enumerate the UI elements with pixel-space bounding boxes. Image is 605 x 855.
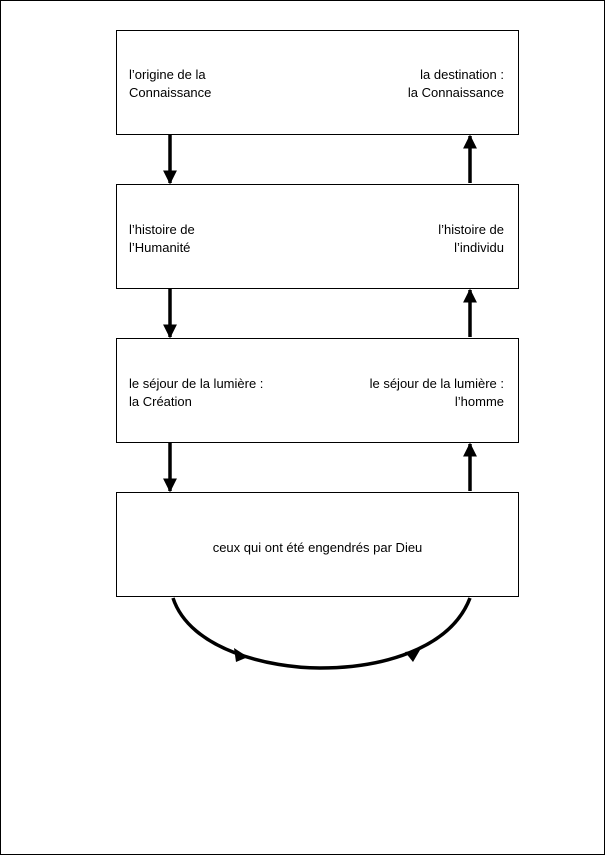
begotten-by-god-label: ceux qui ont été engendrés par Dieu [212, 540, 423, 555]
origin-of-knowledge-label: l’origine de la Connaissance [129, 67, 212, 100]
abode-of-light-man-label: le séjour de la lumière : l’homme [369, 376, 504, 409]
loop-arrowhead-left [234, 648, 248, 662]
history-of-individual-label: l’histoire de l’individu [438, 222, 504, 255]
box-begotten: ceux qui ont été engendrés par Dieu [116, 492, 519, 597]
bottom-loop-curve [171, 597, 472, 670]
history-of-humanity-label: l’histoire de l’Humanité [129, 222, 195, 255]
box-history: l’histoire de l’Humanité l’histoire de l… [116, 184, 519, 289]
box-knowledge: l’origine de la Connaissance la destinat… [116, 30, 519, 135]
abode-of-light-creation-label: le séjour de la lumière : la Création [129, 376, 264, 409]
loop-arrowhead-right [405, 650, 420, 662]
destination-knowledge-label: la destination : la Connaissance [407, 67, 504, 100]
box-light: le séjour de la lumière : la Création le… [116, 338, 519, 443]
